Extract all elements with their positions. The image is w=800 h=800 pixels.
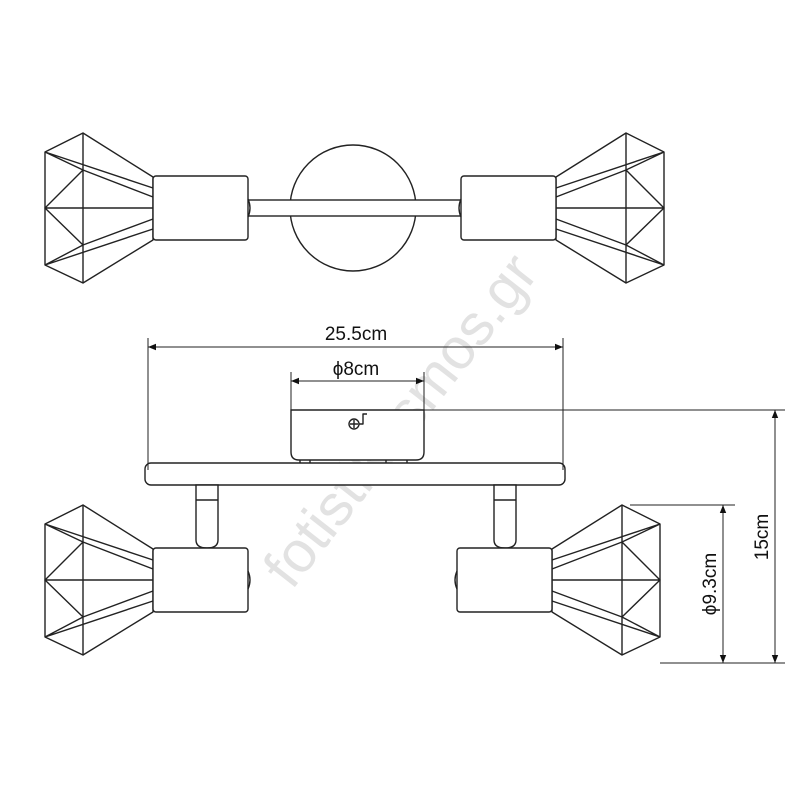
stem-left (195, 484, 219, 549)
shade-diameter-label: ϕ9.3cm (700, 553, 721, 615)
width-label: 25.5cm (325, 324, 387, 345)
canopy-diameter-label: ϕ8cm (333, 359, 380, 380)
spot-bottom-left (44, 504, 251, 656)
spot-top-left (44, 132, 251, 284)
top-view (44, 132, 665, 284)
front-view (44, 409, 661, 656)
spot-bottom-right (454, 504, 661, 656)
stem-right (493, 484, 517, 549)
dimension-lines (147, 338, 785, 664)
canopy (290, 409, 425, 461)
top-bar (245, 199, 465, 217)
height-label: 15cm (752, 514, 773, 560)
main-bar (144, 462, 566, 486)
